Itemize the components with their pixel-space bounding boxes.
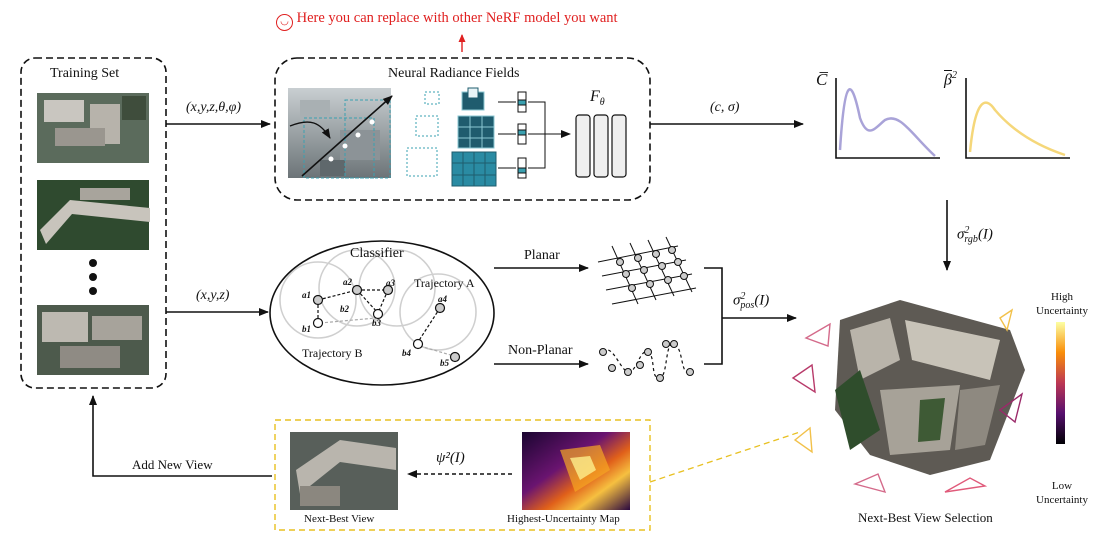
node-label-b5: b5 [440,358,449,368]
node-label-b4: b4 [402,348,411,358]
training-set-box [20,57,167,389]
non-planar-label: Non-Planar [508,343,573,358]
nerf-box [274,57,651,201]
smiley-icon: ◡ [276,14,293,31]
voxel-grid-medium [457,115,495,149]
ellipsis-dot [89,287,97,295]
next-best-view-label: Next-Best View [304,513,375,525]
node-label-b3: b3 [372,318,381,328]
input-3d-label: (x,y,z) [196,288,230,303]
node-label-b2: b2 [340,304,349,314]
trajectory-b-label: Trajectory B [302,346,363,360]
arrow-add-new-view [89,395,272,477]
color-plot [835,78,940,159]
beta-plot [965,78,1070,159]
psi-label: ψ²(I) [436,450,465,466]
sample-cubes [406,91,440,177]
training-photo-2 [37,180,150,250]
node-label-a2: a2 [343,277,352,287]
uncertainty-map-label: Highest-Uncertainty Map [507,513,620,525]
beta-plot-label: β2 [944,70,957,89]
planar-grid-icon [597,236,697,305]
selection-box [274,419,651,531]
training-photo-3 [37,305,149,375]
classifier-title: Classifier [350,246,404,261]
mlp-network [575,114,627,178]
selection-title: Next-Best View Selection [858,510,993,525]
node-label-a4: a4 [438,294,447,304]
uncertainty-map-photo [522,432,630,510]
feature-vectors [498,91,571,179]
node-label-a1: a1 [302,290,311,300]
output-label: (c, σ) [710,100,740,115]
add-new-view-label: Add New View [132,457,213,472]
network-label: Fθ [590,88,605,109]
non-planar-path-icon [599,340,694,382]
uncertainty-colorbar [1056,322,1065,444]
training-set-title: Training Set [50,66,120,81]
node-label-b1: b1 [302,324,311,334]
trajectory-a-label: Trajectory A [414,276,475,290]
classifier-circles [279,249,477,351]
camera-frustums [791,308,1024,494]
planar-label: Planar [524,248,560,263]
merge-bracket [704,267,797,365]
scale-high-label: High Uncertainty [1036,291,1088,317]
scale-low-label: Low Uncertainty [1036,480,1088,506]
nerf-title: Neural Radiance Fields [388,66,520,81]
selection-connector [649,431,801,483]
trajectory-nodes [312,284,461,363]
next-best-view-photo [290,432,398,510]
training-photo-1 [37,93,149,163]
voxel-grid-large [451,151,497,187]
note: ◡ Here you can replace with other NeRF m… [276,10,618,31]
note-text: Here you can replace with other NeRF mod… [296,10,618,26]
classifier-ellipse [269,240,495,386]
node-label-a3: a3 [386,278,395,288]
ray-image [288,88,393,179]
input-5d-label: (x,y,z,θ,φ) [186,100,242,115]
color-plot-label: C̅ [816,70,828,89]
scene-reconstruction [835,300,1025,475]
ellipsis-dot [89,273,97,281]
ellipsis-dot [89,259,97,267]
voxel-grid-small [461,87,485,111]
